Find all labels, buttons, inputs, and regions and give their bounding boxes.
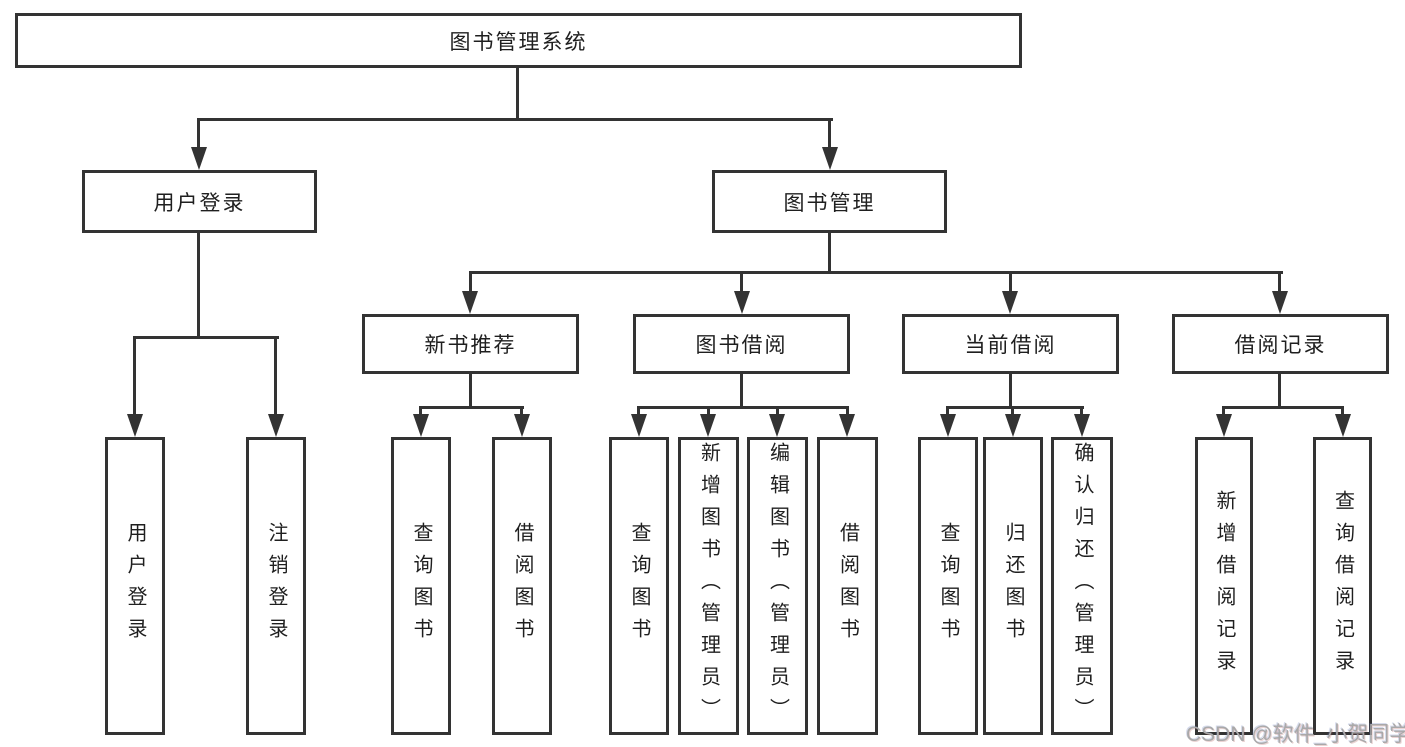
node-library-management-system: 图书管理系统 [15,13,1022,68]
connector-shaft [1278,271,1281,295]
leaf-add-borrow-record: 新增借阅记录 [1195,437,1253,735]
arrow-down-icon [462,291,478,314]
connector-book-management-stem [828,231,831,274]
leaf-edit-books-admin: 编辑图书（管理员） [747,437,808,735]
node-label: 新增图书（管理员） [697,442,720,730]
connector-rail [420,406,524,409]
arrow-down-icon [1002,291,1018,314]
leaf-confirm-return-admin: 确认归还（管理员） [1051,437,1113,735]
leaf-query-borrow-record: 查询借阅记录 [1313,437,1372,735]
node-book-borrow: 图书借阅 [633,314,850,374]
node-borrow-records: 借阅记录 [1172,314,1389,374]
node-label: 用户登录 [153,191,246,215]
connector-shaft [1009,271,1012,295]
connector-stem [740,374,743,409]
node-user-login: 用户登录 [82,170,317,233]
connector-shaft [1080,406,1083,418]
connector-rail [1223,406,1344,409]
arrow-down-icon [1335,414,1351,437]
watermark: CSDN @软件_小贺同学 [1186,723,1405,746]
node-label: 图书借阅 [695,334,788,357]
leaf-query-books-current: 查询图书 [918,437,978,735]
connector-rail [946,406,1084,409]
arrow-down-icon [1216,414,1232,437]
arrow-down-icon [1074,414,1090,437]
connector-stem [1009,374,1012,409]
arrow-down-icon [413,414,429,437]
connector-shaft [197,118,200,150]
node-label: 新增借阅记录 [1213,490,1235,682]
node-current-borrow: 当前借阅 [902,314,1119,374]
node-book-management: 图书管理 [712,170,947,233]
arrow-down-icon [127,414,143,437]
connector-shaft [520,406,523,418]
connector-shaft [776,406,779,418]
connector-shaft [846,406,849,418]
leaf-return-books: 归还图书 [983,437,1043,735]
leaf-add-books-admin: 新增图书（管理员） [678,437,739,735]
node-label: 当前借阅 [964,334,1057,357]
connector-shaft [707,406,710,418]
leaf-query-books-borrow: 查询图书 [609,437,669,735]
node-label: 归还图书 [1002,522,1024,650]
arrow-down-icon [514,414,530,437]
node-label: 借阅图书 [836,522,859,650]
connector-stem [469,374,472,409]
leaf-borrow-books-recommend: 借阅图书 [492,437,552,735]
connector-shaft [637,406,640,418]
connector-shaft [469,271,472,295]
node-label: 编辑图书（管理员） [766,442,789,730]
node-label: 查询借阅记录 [1331,490,1354,682]
arrow-down-icon [631,414,647,437]
node-label: 图书管理 [783,191,876,215]
node-label: 用户登录 [124,522,146,650]
node-label: 新书推荐 [424,334,517,357]
node-new-book-recommend: 新书推荐 [362,314,579,374]
arrow-down-icon [822,147,838,170]
connector-shaft [828,118,831,150]
connector-shaft [1341,406,1344,418]
connector-shaft [419,406,422,418]
leaf-logout: 注销登录 [246,437,306,735]
connector-user-login-rail [133,336,279,339]
arrow-down-icon [940,414,956,437]
leaf-borrow-books: 借阅图书 [817,437,878,735]
connector-level3-rail [469,271,1283,274]
connector-user-login-stem [197,231,200,339]
connector-shaft [1011,406,1014,418]
arrow-down-icon [734,291,750,314]
arrow-down-icon [1005,414,1021,437]
connector-shaft [740,271,743,295]
connector-shaft [946,406,949,418]
connector-stem [1278,374,1281,409]
connector-shaft [1222,406,1225,418]
node-label: 查询图书 [410,522,432,650]
node-label: 借阅记录 [1234,334,1327,357]
arrow-down-icon [268,414,284,437]
node-label: 图书管理系统 [449,30,588,54]
node-label: 查询图书 [937,522,959,650]
node-label: 确认归还（管理员） [1071,442,1093,730]
arrow-down-icon [700,414,716,437]
leaf-query-books-recommend: 查询图书 [391,437,451,735]
arrow-down-icon [1272,291,1288,314]
node-label: 注销登录 [265,522,287,650]
arrow-down-icon [769,414,785,437]
connector-rail [638,406,849,409]
arrow-down-icon [191,147,207,170]
connector-level2-rail [197,118,833,121]
connector-shaft [133,336,136,418]
connector-root-stem [516,66,519,121]
leaf-user-login: 用户登录 [105,437,165,735]
arrow-down-icon [839,414,855,437]
node-label: 查询图书 [628,522,650,650]
connector-shaft [274,336,277,418]
node-label: 借阅图书 [511,522,533,650]
